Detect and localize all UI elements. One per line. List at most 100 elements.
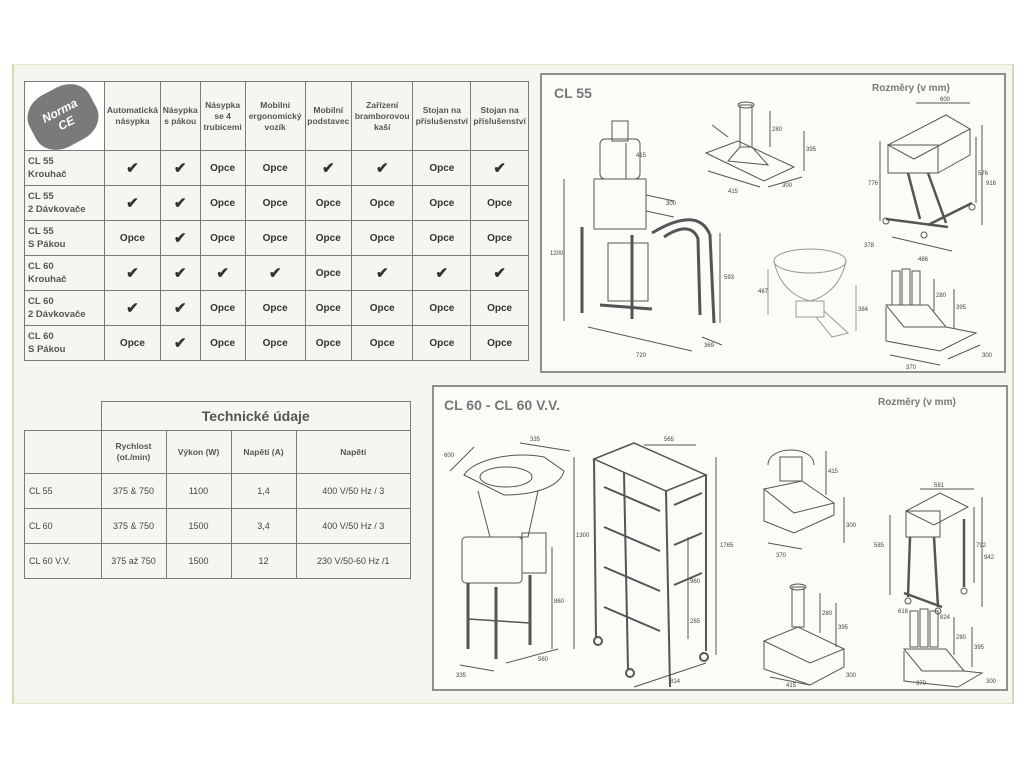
dim-label: 335 bbox=[530, 437, 541, 443]
checkmark-cell: ✔ bbox=[159, 290, 201, 326]
cl55-panel-title: CL 55 bbox=[554, 85, 592, 101]
dim-label: 285 bbox=[690, 619, 701, 625]
dim-label: 280 bbox=[936, 293, 947, 299]
dim-label: 280 bbox=[822, 611, 833, 617]
dim-label: 384 bbox=[858, 307, 869, 313]
tech-model-cell: CL 55 bbox=[24, 473, 102, 509]
dim-label: 486 bbox=[918, 257, 929, 263]
dim-label: 300 bbox=[846, 673, 857, 679]
cl60-four-tube-hopper-drawing bbox=[902, 608, 984, 688]
option-cell: Opce bbox=[412, 220, 472, 256]
dim-label: 415 bbox=[828, 469, 839, 475]
tech-value-cell: 375 & 750 bbox=[100, 473, 167, 509]
column-header: Mobilní ergonomický vozík bbox=[244, 81, 306, 151]
tech-value-cell: 230 V/50-60 Hz /1 bbox=[295, 543, 411, 579]
tech-model-cell: CL 60 V.V. bbox=[24, 543, 102, 579]
dim-label: 916 bbox=[986, 181, 997, 187]
model-name-line: Krouhač bbox=[28, 169, 67, 180]
dim-label: 593 bbox=[724, 275, 735, 281]
dim-label: 565 bbox=[664, 437, 675, 443]
dim-label: 814 bbox=[670, 679, 681, 685]
option-cell: Opce bbox=[104, 325, 161, 361]
dim-label: 335 bbox=[456, 673, 467, 679]
cl60-machine-drawing bbox=[449, 442, 575, 672]
technical-data-table: Technické údaje Rychlost (ot./min) Výkon… bbox=[24, 401, 411, 579]
option-cell: Opce bbox=[350, 290, 414, 326]
tech-value-cell: 1100 bbox=[165, 473, 232, 509]
column-header: Násypka s pákou bbox=[159, 81, 201, 151]
cl60-panel-title: CL 60 - CL 60 V.V. bbox=[444, 397, 560, 413]
dim-label: 1765 bbox=[720, 543, 734, 549]
dim-label: 618 bbox=[898, 609, 909, 615]
model-name-line: S Pákou bbox=[28, 344, 66, 355]
options-table: Norma CE Automatická násypka Násypka s p… bbox=[19, 75, 529, 361]
option-cell: Opce bbox=[304, 220, 353, 256]
option-cell: Opce bbox=[412, 185, 472, 221]
dim-label: 300 bbox=[782, 183, 793, 189]
dim-label: 370 bbox=[906, 365, 917, 371]
option-cell: Opce bbox=[350, 185, 414, 221]
checkmark-cell: ✔ bbox=[350, 150, 414, 186]
cl60-trolley-drawing bbox=[889, 488, 983, 615]
column-header: Zařízení bramborovou kaší bbox=[350, 81, 414, 151]
option-cell: Opce bbox=[104, 220, 161, 256]
dim-label: 776 bbox=[868, 181, 879, 187]
checkmark-cell: ✔ bbox=[244, 255, 306, 291]
option-cell: Opce bbox=[350, 220, 414, 256]
model-name-line: CL 55 bbox=[28, 226, 54, 237]
dim-label: 369 bbox=[704, 343, 715, 349]
dim-label: 1200 bbox=[550, 251, 564, 257]
column-header: Automatická násypka bbox=[104, 81, 161, 151]
checkmark-cell: ✔ bbox=[159, 185, 201, 221]
tech-value-cell: 400 V/50 Hz / 3 bbox=[295, 473, 411, 509]
dim-label: 370 bbox=[776, 553, 787, 559]
tech-column-header: Napětí bbox=[295, 430, 411, 474]
dim-label: 300 bbox=[986, 679, 997, 685]
option-cell: Opce bbox=[244, 325, 306, 361]
checkmark-cell: ✔ bbox=[412, 255, 472, 291]
model-name-line: 2 Dávkovače bbox=[28, 309, 86, 320]
option-cell: Opce bbox=[470, 185, 529, 221]
checkmark-cell: ✔ bbox=[304, 150, 353, 186]
model-name-line: S Pákou bbox=[28, 239, 66, 250]
dim-label: 280 bbox=[772, 127, 783, 133]
cl60-dimensions-label: Rozměry (v mm) bbox=[878, 397, 956, 408]
column-header: Stojan na příslušenství bbox=[470, 81, 529, 151]
dim-label: 415 bbox=[786, 683, 797, 689]
options-header-row: Norma CE Automatická násypka Násypka s p… bbox=[19, 75, 529, 159]
blank-cell bbox=[25, 402, 102, 431]
model-name-line: CL 55 bbox=[28, 191, 54, 202]
checkmark-cell: ✔ bbox=[199, 255, 246, 291]
checkmark-cell: ✔ bbox=[104, 255, 161, 291]
tech-value-cell: 1,4 bbox=[230, 473, 297, 509]
option-cell: Opce bbox=[244, 185, 306, 221]
tech-value-cell: 375 & 750 bbox=[100, 508, 167, 544]
blank-header-cell bbox=[24, 430, 102, 474]
dim-label: 560 bbox=[538, 657, 549, 663]
tech-column-header: Výkon (W) bbox=[165, 430, 232, 474]
dim-label: 395 bbox=[838, 625, 849, 631]
tech-value-cell: 1500 bbox=[165, 543, 232, 579]
checkmark-cell: ✔ bbox=[159, 220, 201, 256]
dim-label: 487 bbox=[758, 289, 769, 295]
dim-label: 395 bbox=[956, 305, 967, 311]
ce-norm-badge: Norma CE bbox=[19, 75, 107, 159]
tech-title-row: Technické údaje bbox=[25, 401, 411, 431]
model-name-line: 2 Dávkovače bbox=[28, 204, 86, 215]
tech-value-cell: 375 až 750 bbox=[100, 543, 167, 579]
option-cell: Opce bbox=[244, 220, 306, 256]
column-header: Násypka se 4 trubicemi bbox=[199, 81, 246, 151]
column-header: Mobilní podstavec bbox=[304, 81, 353, 151]
dim-label: 792 bbox=[976, 543, 987, 549]
cl55-dimensions-panel: CL 55 Rozměry (v mm) bbox=[540, 73, 1006, 373]
cl55-dimensions-label: Rozměry (v mm) bbox=[872, 83, 950, 94]
